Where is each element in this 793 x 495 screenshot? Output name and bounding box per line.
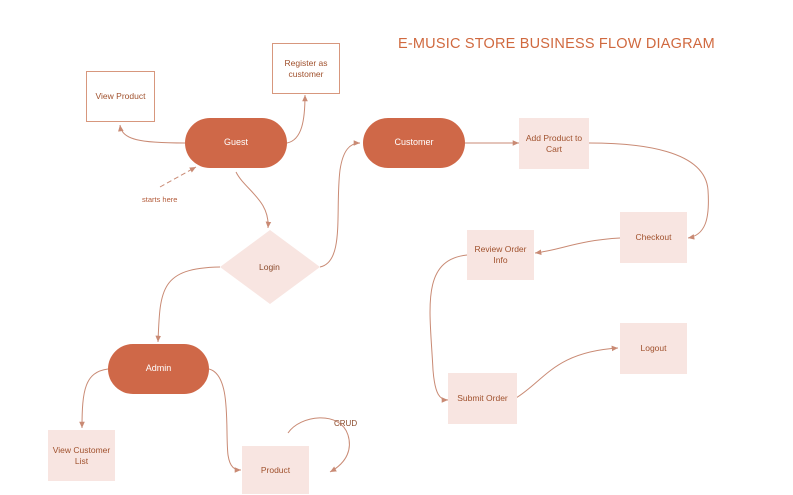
edge-crud-loop: [287, 417, 350, 473]
guest-node[interactable]: Guest: [185, 118, 287, 168]
crud-note: CRUD: [334, 419, 358, 428]
add-to-cart-label: Add Product to Cart: [525, 132, 583, 154]
admin-label: Admin: [145, 363, 172, 374]
edge-cart-checkout: [588, 142, 709, 240]
login-label: Login: [259, 262, 280, 272]
register-customer-box[interactable]: Register as customer: [272, 43, 340, 94]
edge-login-admin: [155, 266, 221, 343]
edge-admin-customer-list: [79, 368, 109, 429]
logout-label: Logout: [640, 343, 667, 354]
product-box[interactable]: Product: [242, 446, 309, 494]
edge-admin-product: [208, 368, 242, 473]
edge-starts-here: [159, 166, 197, 188]
review-order-box[interactable]: Review Order Info: [467, 230, 534, 280]
submit-order-box[interactable]: Submit Order: [448, 373, 517, 424]
view-product-label: View Product: [95, 91, 146, 102]
login-diamond-shape[interactable]: [220, 230, 320, 304]
checkout-label: Checkout: [635, 232, 672, 243]
customer-label: Customer: [394, 137, 434, 148]
diagram-title: E-MUSIC STORE BUSINESS FLOW DIAGRAM: [398, 36, 715, 52]
view-customer-list-box[interactable]: View Customer List: [48, 430, 115, 481]
edge-checkout-review: [534, 237, 621, 256]
checkout-box[interactable]: Checkout: [620, 212, 687, 263]
admin-node[interactable]: Admin: [108, 344, 209, 394]
starts-here-note: starts here: [142, 195, 178, 204]
edge-submit-logout: [515, 345, 619, 399]
edge-review-submit: [429, 254, 468, 403]
customer-node[interactable]: Customer: [363, 118, 465, 168]
edge-login-customer: [319, 140, 361, 268]
product-label: Product: [260, 464, 291, 475]
edge-guest-register: [286, 94, 308, 144]
guest-label: Guest: [223, 137, 248, 148]
edge-guest-login: [235, 171, 272, 229]
view-product-box[interactable]: View Product: [86, 71, 155, 122]
logout-box[interactable]: Logout: [620, 323, 687, 374]
add-to-cart-box[interactable]: Add Product to Cart: [519, 118, 589, 169]
submit-order-label: Submit Order: [457, 393, 508, 404]
review-order-label: Review Order Info: [474, 244, 527, 265]
edge-guest-view-product: [118, 124, 186, 144]
view-customer-list-label: View Customer List: [52, 444, 111, 466]
register-customer-label: Register as customer: [284, 57, 328, 79]
